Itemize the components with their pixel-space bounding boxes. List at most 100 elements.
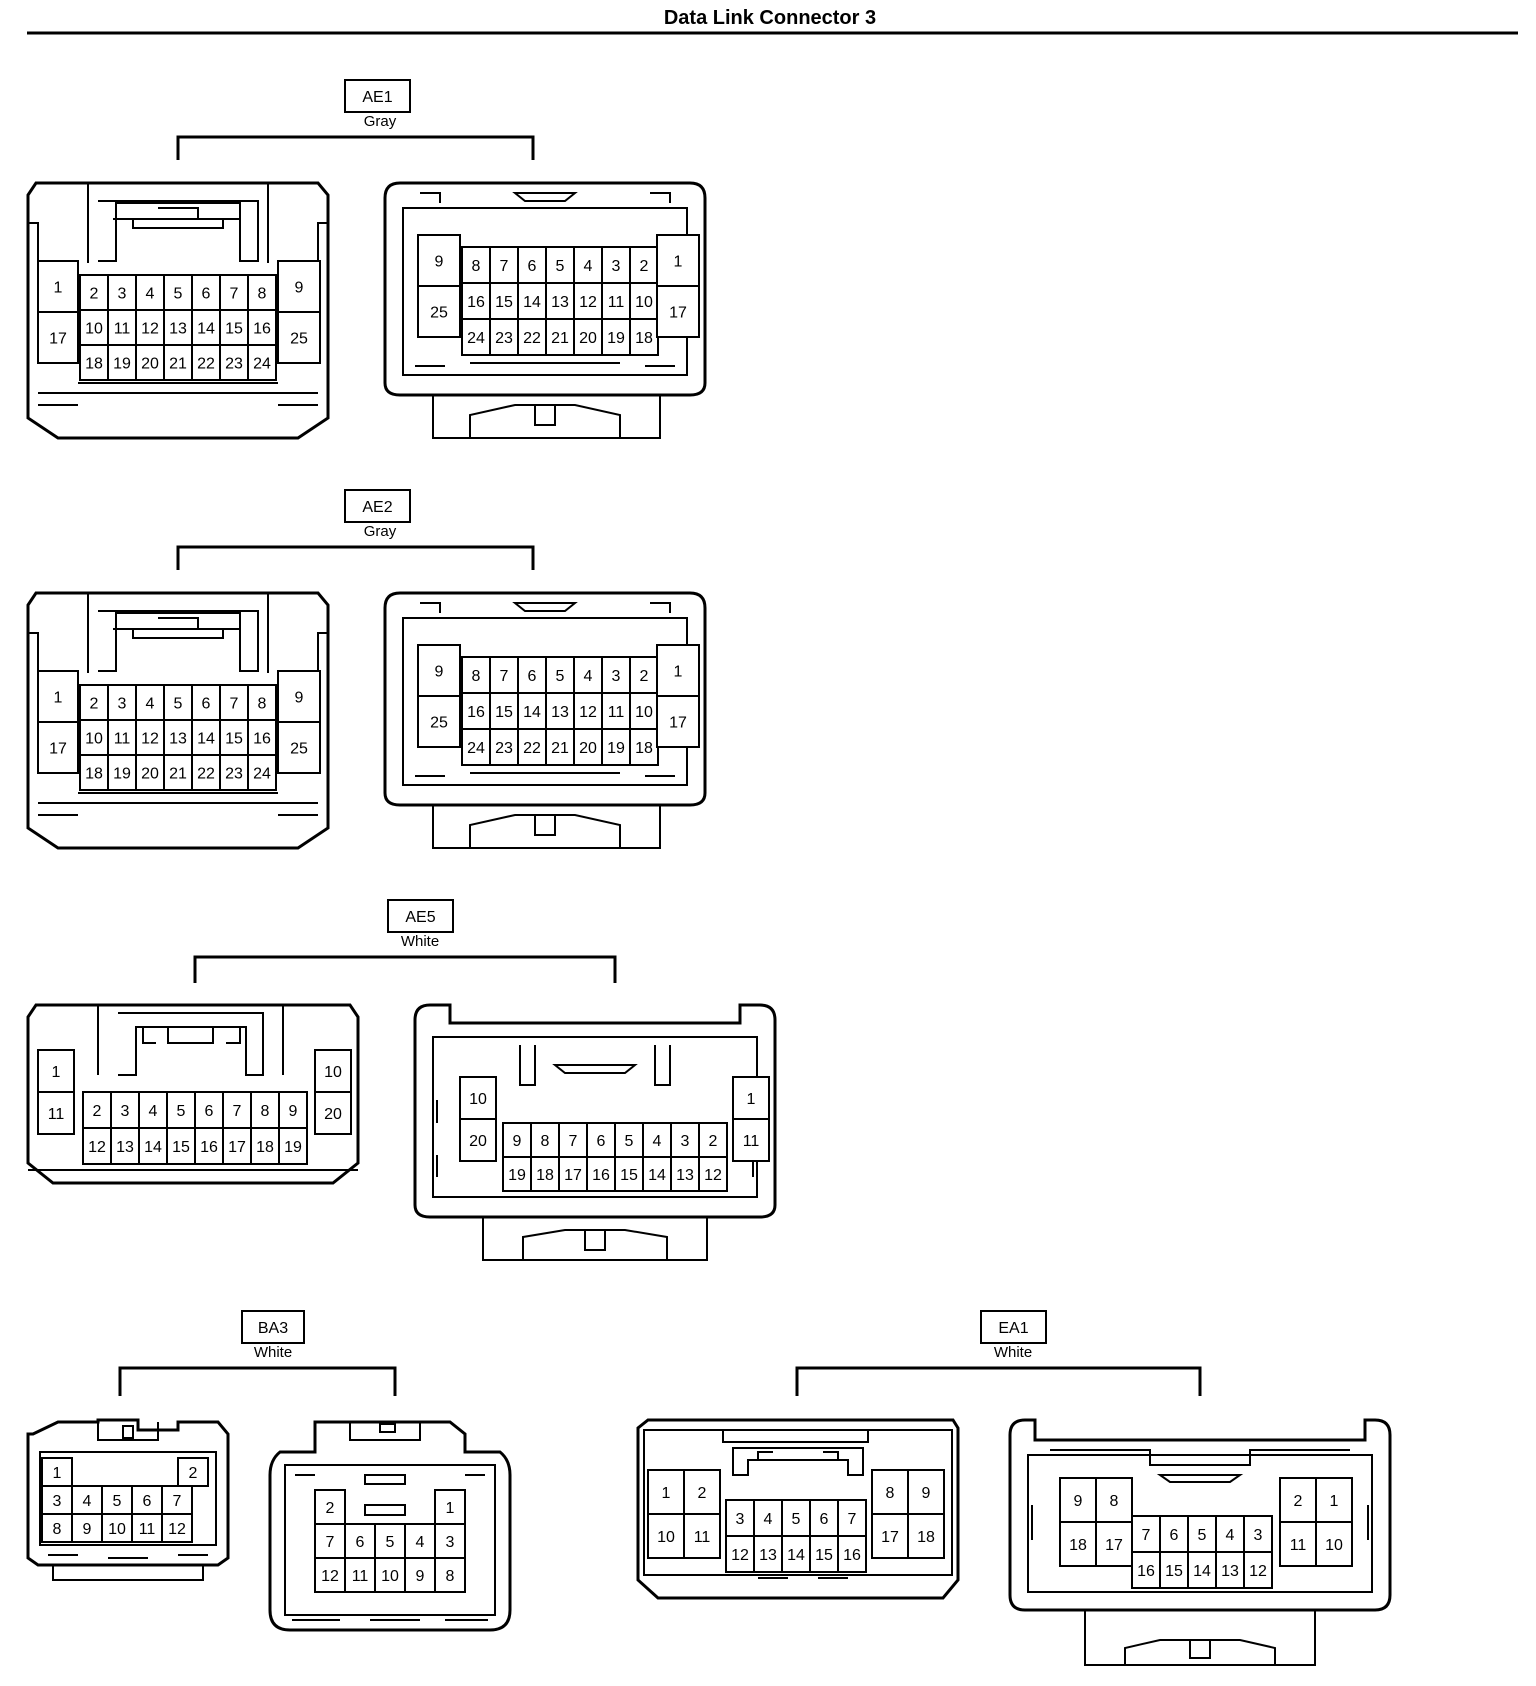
pin-number: 7 bbox=[230, 696, 239, 713]
pin-cavity bbox=[642, 1122, 672, 1158]
pin-number: 3 bbox=[446, 1534, 455, 1551]
pin-number: 2 bbox=[640, 668, 649, 685]
pin-cavity bbox=[573, 246, 603, 284]
pin-number: 23 bbox=[495, 740, 513, 757]
connector-bracket bbox=[118, 1366, 397, 1396]
pin-number: 11 bbox=[743, 1133, 760, 1150]
pin-cavity bbox=[219, 344, 249, 381]
pin-cavity bbox=[277, 311, 321, 364]
pin-number: 19 bbox=[113, 356, 131, 373]
pin-cavity bbox=[1315, 1521, 1353, 1567]
pin-number: 5 bbox=[1198, 1527, 1207, 1544]
pin-number: 3 bbox=[118, 696, 127, 713]
pin-number: 2 bbox=[90, 286, 99, 303]
pin-cavity bbox=[1215, 1551, 1245, 1589]
pin-number: 8 bbox=[472, 668, 481, 685]
housing-outline bbox=[28, 222, 328, 261]
pin-number: 4 bbox=[584, 668, 593, 685]
connector-bracket bbox=[193, 955, 617, 983]
pin-number: 20 bbox=[579, 330, 597, 347]
pin-number: 16 bbox=[592, 1167, 610, 1184]
pin-number: 3 bbox=[121, 1103, 130, 1120]
pin-number: 4 bbox=[149, 1103, 158, 1120]
housing-outline bbox=[26, 181, 330, 440]
pin-cavity bbox=[163, 719, 193, 756]
pin-cavity bbox=[247, 274, 277, 311]
pin-number: 20 bbox=[141, 766, 159, 783]
pin-number: 6 bbox=[528, 258, 537, 275]
pin-number: 25 bbox=[430, 305, 448, 322]
pin-number: 25 bbox=[290, 741, 308, 758]
pin-number: 24 bbox=[253, 766, 271, 783]
pin-number: 11 bbox=[352, 1568, 369, 1585]
pin-cavity bbox=[79, 754, 109, 791]
pin-number: 11 bbox=[608, 294, 625, 311]
housing-outline bbox=[432, 395, 661, 439]
pin-number: 22 bbox=[523, 330, 541, 347]
pin-cavity bbox=[1187, 1551, 1217, 1589]
pin-cavity bbox=[1059, 1477, 1097, 1523]
housing-outline bbox=[584, 1230, 606, 1251]
pin-number: 11 bbox=[1290, 1537, 1307, 1554]
pin-number: 3 bbox=[736, 1511, 745, 1528]
housing-outline bbox=[402, 617, 688, 786]
pin-cavity bbox=[1243, 1515, 1273, 1553]
pin-number: 9 bbox=[1074, 1493, 1083, 1510]
pin-number: 5 bbox=[177, 1103, 186, 1120]
pin-number: 7 bbox=[848, 1511, 857, 1528]
pin-number: 24 bbox=[467, 740, 485, 757]
pin-number: 3 bbox=[118, 286, 127, 303]
pin-number: 13 bbox=[676, 1167, 694, 1184]
pin-cavity bbox=[37, 1049, 75, 1093]
pin-number: 16 bbox=[200, 1139, 218, 1156]
pin-number: 3 bbox=[53, 1493, 62, 1510]
pin-number: 1 bbox=[747, 1091, 756, 1108]
pin-number: 10 bbox=[381, 1568, 399, 1585]
housing-outline bbox=[415, 772, 675, 777]
housing-outline bbox=[26, 591, 330, 850]
pin-number: 7 bbox=[1142, 1527, 1151, 1544]
pin-number: 17 bbox=[669, 715, 687, 732]
pin-cavity bbox=[642, 1156, 672, 1192]
pin-number: 13 bbox=[116, 1139, 134, 1156]
connector-code: AE5 bbox=[405, 909, 435, 926]
pin-cavity bbox=[107, 684, 137, 721]
housing-outline bbox=[469, 404, 621, 438]
pin-number: 6 bbox=[528, 668, 537, 685]
pin-number: 5 bbox=[556, 668, 565, 685]
pin-number: 10 bbox=[108, 1521, 126, 1538]
pin-number: 10 bbox=[85, 321, 103, 338]
pin-number: 2 bbox=[709, 1133, 718, 1150]
pin-cavity bbox=[809, 1499, 839, 1537]
pin-number: 20 bbox=[469, 1133, 487, 1150]
pin-cavity bbox=[629, 318, 659, 356]
pin-number: 14 bbox=[787, 1547, 805, 1564]
pin-number: 8 bbox=[472, 258, 481, 275]
pin-cavity bbox=[163, 754, 193, 791]
pin-cavity bbox=[166, 1127, 196, 1165]
pin-cavity bbox=[277, 670, 321, 723]
pin-number: 1 bbox=[54, 690, 63, 707]
pin-number: 21 bbox=[169, 356, 187, 373]
pin-cavity bbox=[107, 309, 137, 346]
pin-number: 6 bbox=[143, 1493, 152, 1510]
housing-outline bbox=[636, 1418, 960, 1600]
pin-number: 18 bbox=[635, 740, 653, 757]
housing-outline bbox=[420, 602, 671, 613]
pin-number: 10 bbox=[635, 294, 653, 311]
pin-number: 8 bbox=[53, 1521, 62, 1538]
housing-outline bbox=[402, 207, 688, 376]
pin-cavity bbox=[1059, 1521, 1097, 1567]
pin-number: 9 bbox=[435, 254, 444, 271]
pin-number: 17 bbox=[228, 1139, 246, 1156]
pin-cavity bbox=[698, 1156, 728, 1192]
pin-number: 18 bbox=[917, 1529, 935, 1546]
housing-outline bbox=[383, 181, 707, 397]
pin-number: 17 bbox=[564, 1167, 582, 1184]
pin-number: 1 bbox=[674, 664, 683, 681]
pin-number: 9 bbox=[435, 664, 444, 681]
pin-cavity bbox=[110, 1127, 140, 1165]
